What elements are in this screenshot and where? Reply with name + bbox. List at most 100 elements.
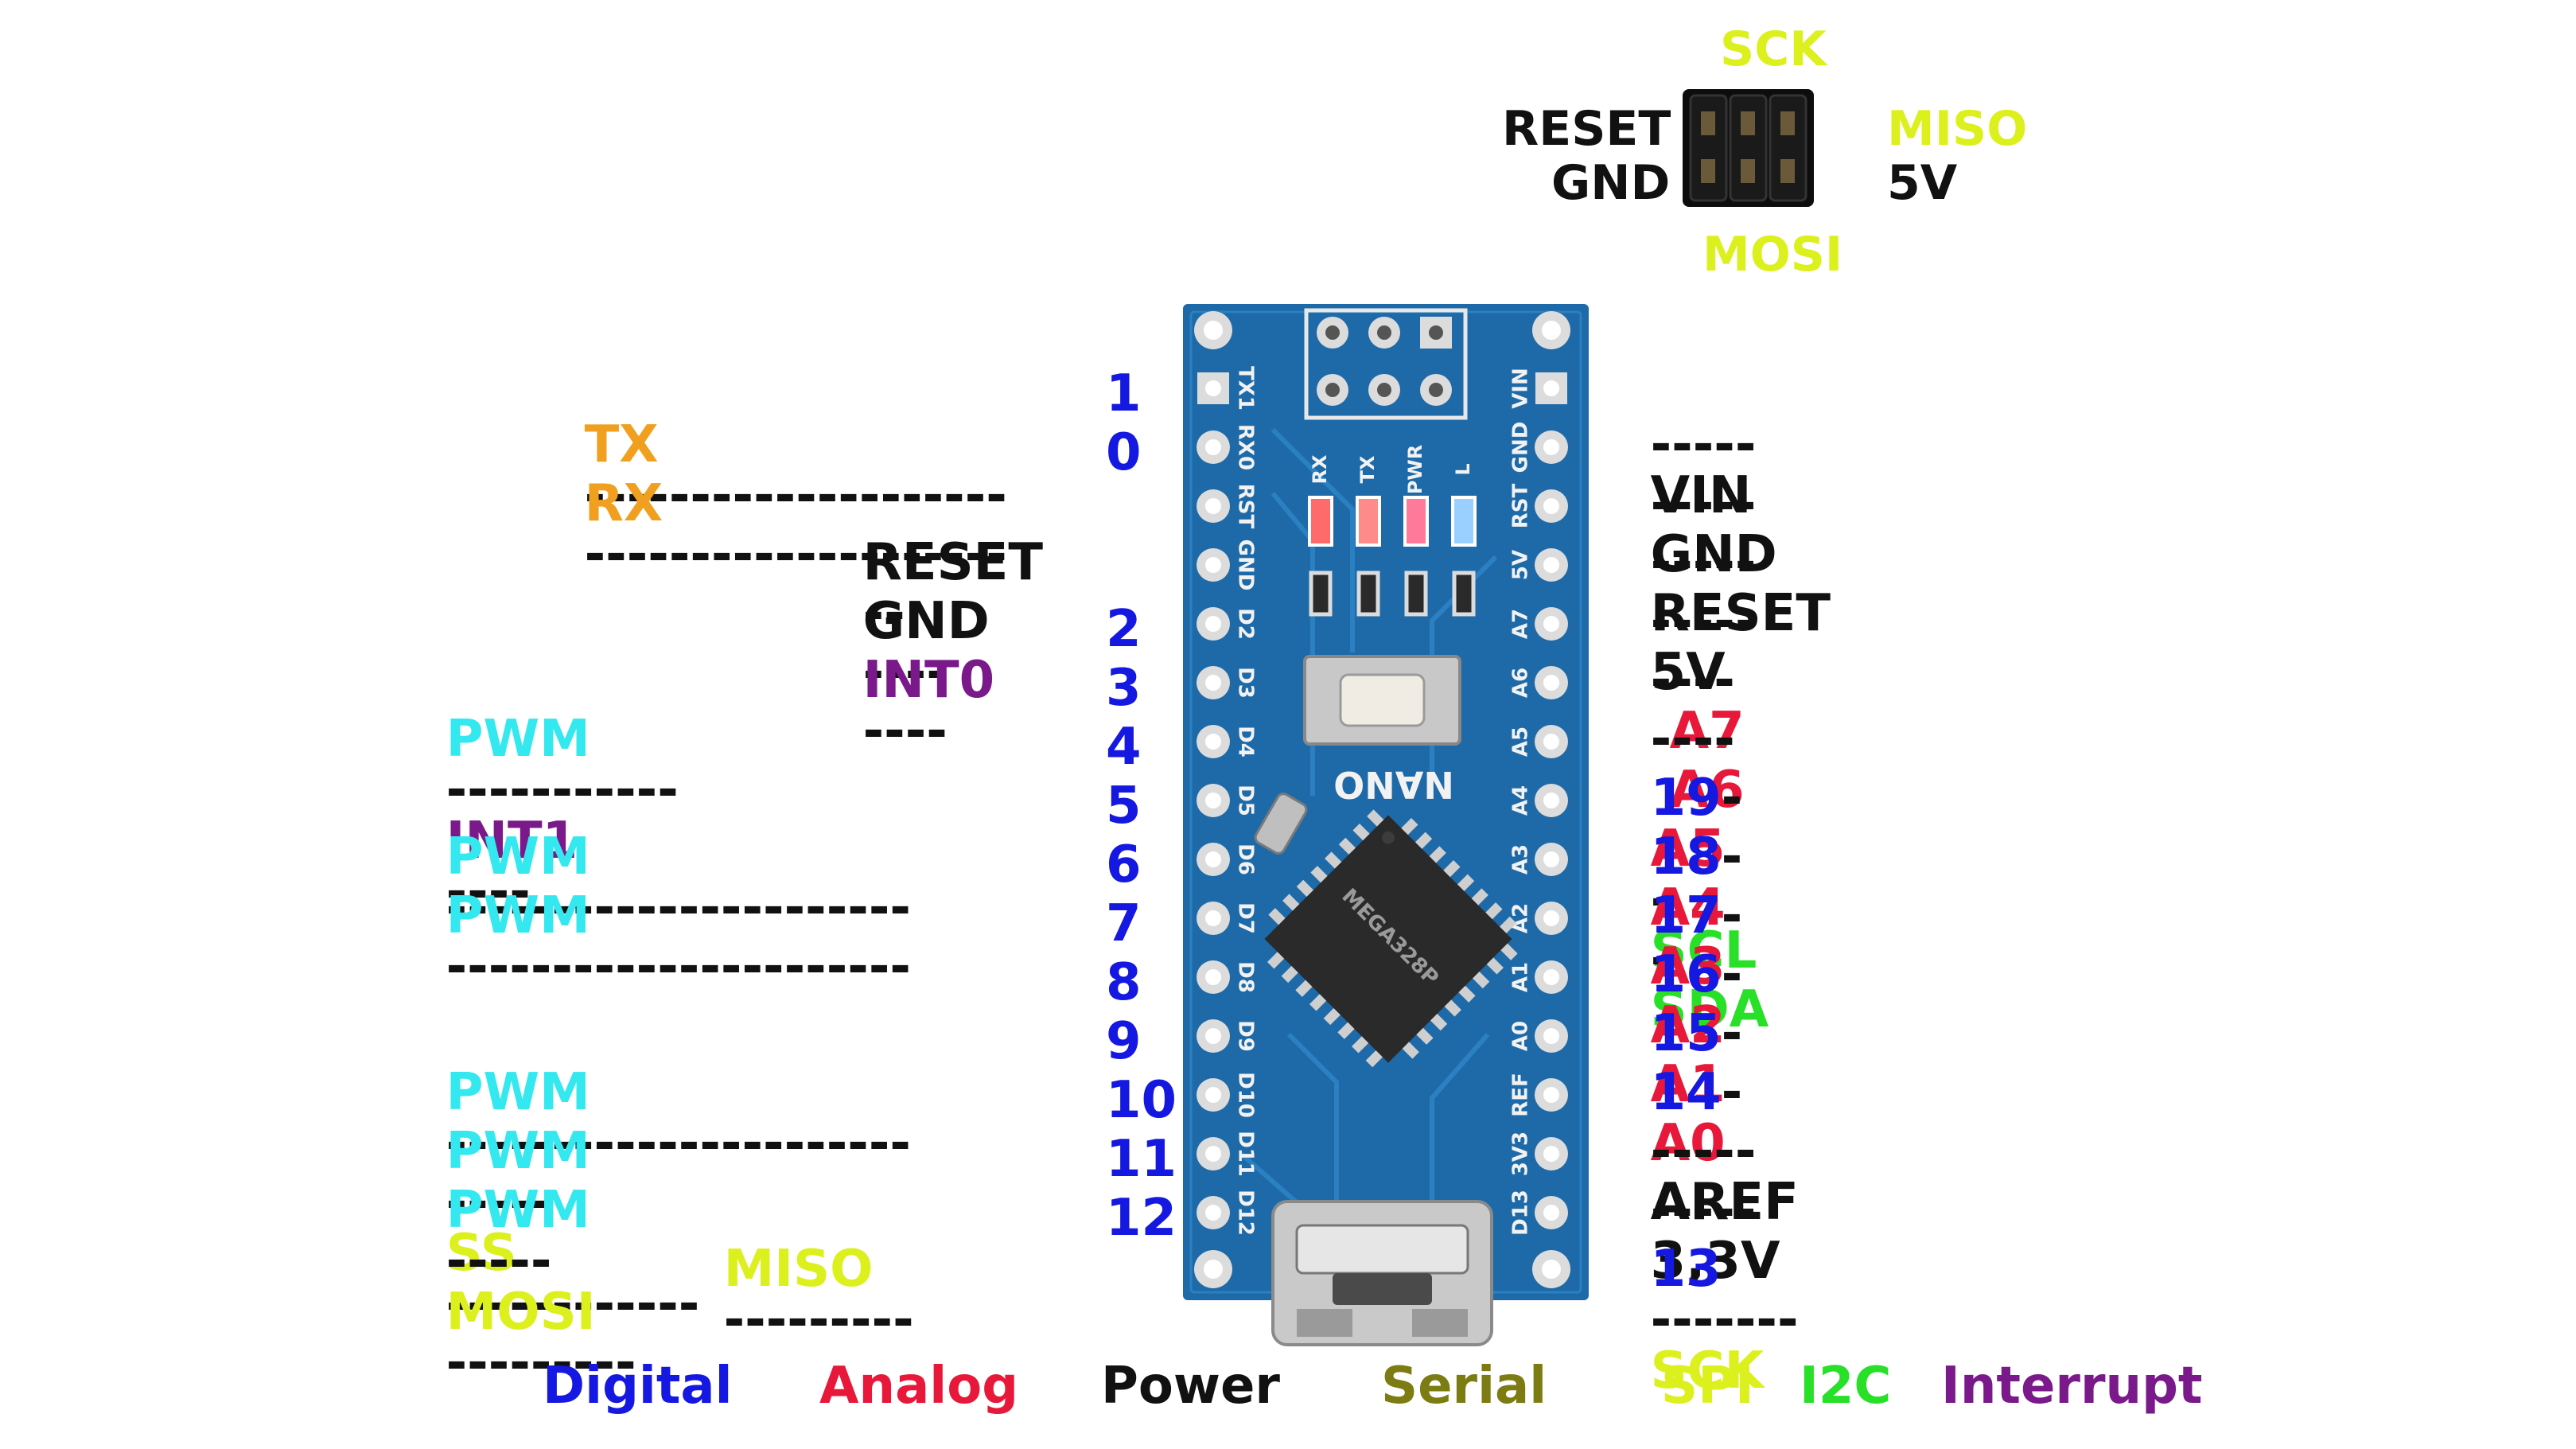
- resistor: [1309, 571, 1333, 617]
- pad-hole: [1205, 910, 1221, 926]
- pin-19: 19: [1650, 769, 1722, 828]
- pin-16: 16: [1650, 945, 1722, 1004]
- right-row-12: 14- A0: [1615, 1016, 1743, 1169]
- right-row-9: 17- A3: [1615, 839, 1743, 992]
- a5-label: A5: [1650, 820, 1726, 878]
- right-row-7: 19- A5 - SCL: [1615, 722, 1757, 976]
- silk-label: D6: [1234, 843, 1258, 875]
- pin-10: 10: [1106, 1071, 1177, 1130]
- pin-7: 7: [1106, 894, 1142, 953]
- icsp-header: [1683, 89, 1814, 207]
- sda-label: SDA: [1650, 980, 1769, 1039]
- right-row-14-leader: -----: [1650, 1181, 1757, 1240]
- right-row-1-leader: -----: [1650, 415, 1757, 474]
- left-row-6-leader-a: -----------: [446, 761, 679, 820]
- legend-analog: Analog: [819, 1357, 1018, 1416]
- mosi-label: MOSI: [446, 1283, 596, 1342]
- pad-hole: [1543, 1087, 1559, 1103]
- led: [1356, 496, 1381, 547]
- icsp-mosi-label: MOSI: [1702, 227, 1843, 282]
- silk-label: D9: [1234, 1020, 1258, 1052]
- pad-hole: [1543, 675, 1559, 691]
- left-row-9-leader: ----------------------: [446, 937, 911, 996]
- right-row-1: ----- VIN: [1615, 368, 1757, 521]
- pad-hole: [1543, 969, 1559, 985]
- pin-9: 9: [1106, 1012, 1142, 1071]
- mcu-chip: MEGA328P: [1264, 809, 1518, 1068]
- a6-label: A6: [1669, 761, 1745, 820]
- pin-2: 2: [1106, 600, 1142, 659]
- right-row-5-leader: ----: [1650, 651, 1735, 710]
- pad-hole: [1543, 1028, 1559, 1044]
- led-label: RX: [1309, 454, 1331, 484]
- right-row-6-leader: ----: [1650, 710, 1735, 769]
- silk-label: D2: [1234, 608, 1258, 640]
- left-row-15: MISO ---------: [688, 1193, 914, 1346]
- pin-15: 15: [1650, 1004, 1722, 1063]
- right-gnd-label: GND: [1650, 525, 1777, 584]
- pad-hole: [1205, 498, 1221, 514]
- pad-hole: [1205, 969, 1221, 985]
- left-row-9: PWM ----------------------: [411, 839, 911, 992]
- led: [1308, 496, 1333, 547]
- silk-label: RST: [1234, 484, 1258, 529]
- silk-label: VIN: [1509, 368, 1533, 409]
- pad-hole: [1543, 1205, 1559, 1221]
- pad-hole: [1543, 793, 1559, 808]
- 5v-label: 5V: [1650, 643, 1726, 702]
- right-row-7-leader: -: [1721, 769, 1743, 828]
- right-row-6: ---- A6: [1615, 663, 1745, 816]
- tx-label: TX: [584, 415, 659, 474]
- silk-label: 3V3: [1509, 1132, 1533, 1176]
- resistor: [1404, 571, 1428, 617]
- pwm-label-3: PWM: [446, 710, 590, 769]
- silk-label: D12: [1234, 1190, 1258, 1236]
- silk-label: A5: [1509, 726, 1533, 757]
- pad-hole: [1543, 616, 1559, 632]
- led-label: TX: [1356, 455, 1379, 483]
- a0-label: A0: [1650, 1114, 1726, 1173]
- right-row-9-leader: -: [1721, 886, 1743, 945]
- left-row-4: GND ----: [827, 545, 990, 698]
- silk-label: D7: [1234, 902, 1258, 934]
- right-row-3-leader: -----: [1650, 533, 1757, 592]
- crystal: [1254, 793, 1308, 855]
- pad-hole: [1543, 498, 1559, 514]
- left-gnd-label: GND: [862, 592, 990, 651]
- legend-power: Power: [1101, 1357, 1280, 1416]
- right-row-10-leader: -: [1721, 945, 1743, 1004]
- int0-label: INT0: [862, 651, 995, 710]
- left-row-13: PWM ----- SS ------------: [411, 1075, 700, 1330]
- icsp-sck-label: SCK: [1720, 21, 1827, 77]
- right-row-15: 13 ------- SCK: [1615, 1193, 1799, 1396]
- left-row-8: PWM ----------------------: [411, 781, 911, 933]
- silk-label: GND: [1509, 422, 1533, 473]
- left-row-3: RESET --: [827, 486, 1043, 639]
- right-row-13: ----- AREF: [1615, 1075, 1799, 1228]
- left-row-2: RX --------------------: [549, 427, 1007, 580]
- left-row-12-leader: ----------------------: [446, 1114, 911, 1173]
- right-row-8: 18- A4 - SDA: [1615, 781, 1769, 1035]
- silk-label: D4: [1234, 726, 1258, 758]
- legend-i2c: I2C: [1800, 1357, 1892, 1416]
- silk-label: RST: [1509, 483, 1533, 528]
- pin-12: 12: [1106, 1189, 1177, 1248]
- icsp-miso-label: MISO: [1887, 101, 2028, 157]
- left-row-14-leader-b: ---------: [446, 1334, 636, 1393]
- right-row-4-leader: -----: [1650, 592, 1757, 651]
- silk-label: D3: [1234, 667, 1258, 699]
- pad-hole: [1205, 380, 1221, 396]
- a1-label: A1: [1650, 1055, 1726, 1114]
- silk-label: A3: [1509, 844, 1533, 874]
- left-row-5-leader: ----: [862, 702, 948, 761]
- silk-label: D13: [1509, 1190, 1533, 1236]
- pin-0: 0: [1106, 423, 1142, 482]
- silk-label: GND: [1234, 539, 1258, 591]
- right-row-11: 15- A1: [1615, 957, 1743, 1110]
- silk-label: A7: [1509, 609, 1533, 639]
- left-row-1-leader: --------------------: [584, 466, 1007, 525]
- pwm-label-10: PWM: [446, 1122, 590, 1181]
- aref-label: AREF: [1650, 1173, 1799, 1232]
